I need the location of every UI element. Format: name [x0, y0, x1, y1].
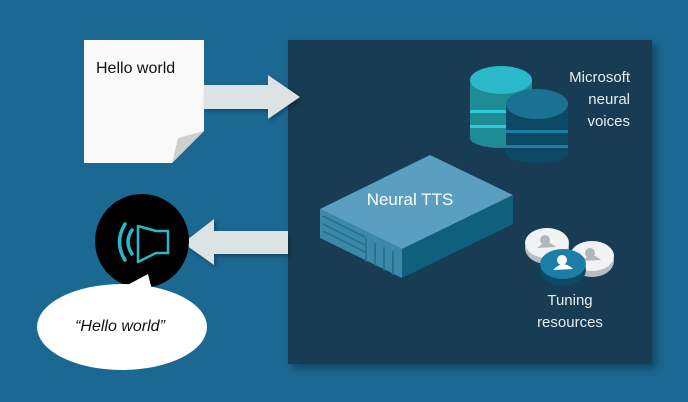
label-line: Microsoft: [569, 69, 630, 86]
user-resources-icon: [525, 228, 614, 286]
label-line: resources: [537, 314, 603, 331]
input-text: Hello world: [96, 60, 176, 77]
label-line: Tuning: [547, 292, 593, 309]
tuning-resources-label: Tuning resources: [525, 290, 615, 334]
arrow-left-icon: [183, 219, 288, 265]
speech-bubble: [37, 274, 207, 370]
server-icon: [320, 155, 513, 278]
database-icon: [506, 89, 568, 163]
spoken-output-text: “Hello world”: [75, 318, 165, 335]
neural-tts-label: Neural TTS: [366, 190, 454, 209]
neural-voices-label: Microsoft neural voices: [520, 67, 630, 133]
label-line: neural: [588, 91, 630, 108]
document-icon: [84, 40, 204, 163]
arrow-right-icon: [204, 75, 300, 119]
speaker-icon: [95, 194, 189, 288]
label-line: voices: [587, 113, 630, 130]
